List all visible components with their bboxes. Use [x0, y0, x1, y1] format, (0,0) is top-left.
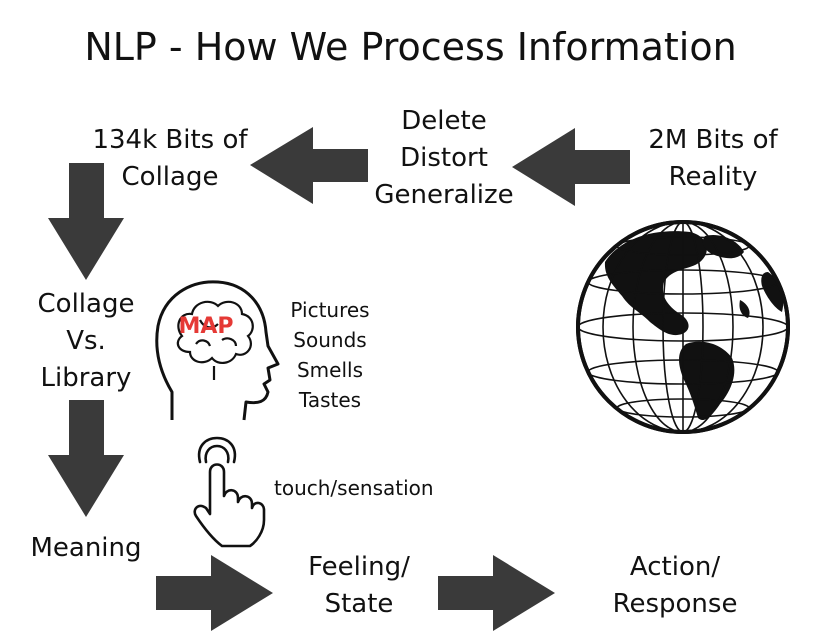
- node-meaning: Meaning: [14, 530, 158, 567]
- node-filters-line-2: Distort: [400, 143, 488, 173]
- node-feeling-line-2: State: [324, 589, 394, 619]
- node-feeling-line-1: Feeling/: [308, 552, 410, 582]
- node-filters-line-1: Delete: [401, 106, 487, 136]
- arrow-reality-to-filters: [512, 128, 630, 206]
- sense-smells: Smells: [296, 358, 363, 382]
- node-collage-bits-line-2: Collage: [121, 162, 219, 192]
- arrow-filters-to-collage: [250, 127, 368, 204]
- node-collage-library-line-2: Vs.: [66, 326, 106, 356]
- node-feeling: Feeling/ State: [284, 549, 434, 623]
- node-reality-line-2: Reality: [668, 162, 758, 192]
- sense-pictures: Pictures: [290, 298, 370, 322]
- node-meaning-line-1: Meaning: [30, 533, 142, 563]
- node-collage-library-line-1: Collage: [37, 289, 135, 319]
- sense-tastes: Tastes: [298, 388, 362, 412]
- node-reality-line-1: 2M Bits of: [648, 125, 778, 155]
- node-reality: 2M Bits of Reality: [628, 122, 798, 196]
- node-action: Action/ Response: [590, 549, 760, 623]
- node-action-line-1: Action/: [629, 552, 721, 582]
- node-filters-line-3: Generalize: [374, 180, 514, 210]
- map-label: MAP: [178, 314, 234, 339]
- sense-sounds: Sounds: [293, 328, 367, 352]
- senses-list: Pictures Sounds Smells Tastes: [272, 295, 388, 415]
- arrow-collage-to-library: [48, 163, 124, 280]
- node-collage-library: Collage Vs. Library: [14, 286, 158, 397]
- diagram-title: NLP - How We Process Information: [84, 25, 737, 69]
- node-action-line-2: Response: [612, 589, 738, 619]
- arrow-feeling-to-action: [438, 555, 555, 631]
- node-filters: Delete Distort Generalize: [364, 103, 524, 214]
- node-collage-bits-line-1: 134k Bits of: [92, 125, 248, 155]
- node-collage-bits: 134k Bits of Collage: [80, 122, 260, 196]
- arrow-library-to-meaning: [48, 400, 124, 517]
- arrow-meaning-to-feeling: [156, 555, 273, 631]
- touch-label: touch/sensation: [274, 476, 434, 500]
- node-collage-library-line-3: Library: [40, 363, 132, 393]
